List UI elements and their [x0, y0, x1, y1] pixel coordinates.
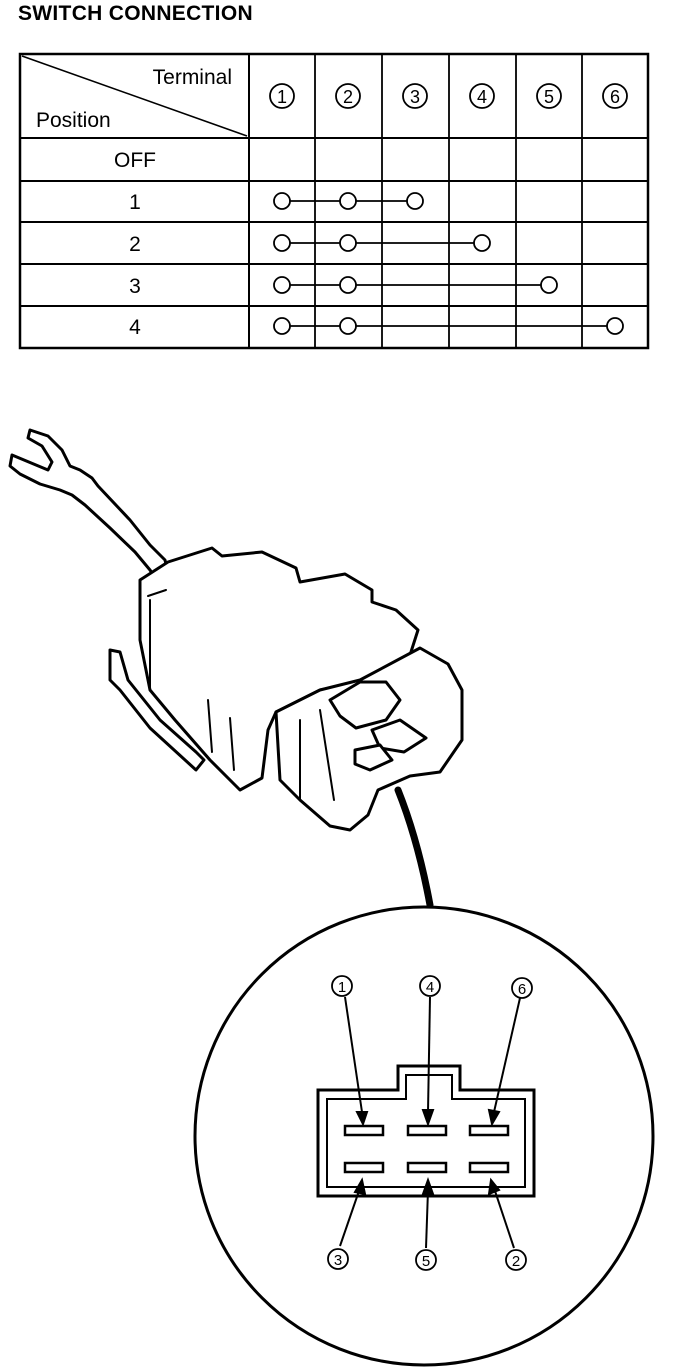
terminal-header-circle	[469, 83, 495, 109]
page-title: SWITCH CONNECTION	[18, 2, 253, 25]
connection-node	[606, 317, 624, 335]
connection-node	[540, 276, 558, 294]
terminal-header-6: 6	[602, 83, 628, 109]
connector-face	[316, 1064, 536, 1198]
terminal-header-circle	[269, 83, 295, 109]
terminal-header-number: 3	[410, 87, 420, 107]
connection-node	[339, 192, 357, 210]
terminal-slot	[468, 1124, 510, 1137]
pin-label: 5	[422, 1253, 430, 1270]
pin-arrows	[339, 996, 521, 1249]
connection-node	[273, 276, 291, 294]
terminal-slot	[343, 1124, 385, 1137]
pin-label: 1	[338, 979, 346, 996]
position-label: 3	[129, 275, 141, 298]
position-label: 1	[129, 191, 141, 214]
connection-node	[273, 192, 291, 210]
position-label: 4	[129, 316, 141, 339]
position-header: Position	[36, 109, 111, 132]
connection-node	[339, 234, 357, 252]
terminal-header-number: 4	[477, 87, 487, 107]
connection-node	[339, 317, 357, 335]
header-diagonal	[21, 55, 248, 137]
connection-node	[473, 234, 491, 252]
connection-node	[273, 234, 291, 252]
terminal-header-1: 1	[269, 83, 295, 109]
terminal-header-number: 2	[343, 87, 353, 107]
pin-label: 6	[518, 981, 526, 998]
terminal-header-circle	[335, 83, 361, 109]
connection-node	[406, 192, 424, 210]
connector-latch	[328, 680, 402, 730]
pin-label: 3	[334, 1252, 342, 1269]
terminal-headers: 1 2 3 4 5 6	[269, 83, 628, 109]
terminal-slot	[468, 1161, 510, 1174]
terminal-header-number: 1	[277, 87, 287, 107]
connection-node	[273, 317, 291, 335]
position-labels: OFF 1 2 3 4	[114, 149, 156, 339]
terminal-header-2: 2	[335, 83, 361, 109]
connection-table	[18, 52, 650, 350]
terminal-header-3: 3	[402, 83, 428, 109]
connector-housing	[274, 646, 464, 832]
switch-bracket	[108, 648, 206, 772]
terminal-header-circle	[536, 83, 562, 109]
table-border	[18, 52, 650, 350]
terminal-header-4: 4	[469, 83, 495, 109]
terminal-header-number: 6	[610, 87, 620, 107]
position-label: OFF	[114, 149, 156, 172]
terminal-header-5: 5	[536, 83, 562, 109]
terminal-slot	[406, 1124, 448, 1137]
position-label: 2	[129, 233, 141, 256]
terminal-blade	[353, 743, 394, 772]
pin-label: 4	[426, 979, 434, 996]
connection-marks	[273, 192, 624, 335]
switch-illustration	[8, 428, 464, 832]
connection-node	[339, 276, 357, 294]
terminal-header: Terminal	[153, 66, 232, 89]
pin-labels: 1 4 6 3 5 2	[327, 975, 533, 1271]
terminal-header-number: 5	[544, 87, 554, 107]
connector-slots	[343, 1124, 510, 1174]
terminal-header-circle	[402, 83, 428, 109]
fork-terminal	[8, 428, 172, 587]
terminal-slot	[343, 1161, 385, 1174]
pin-label: 2	[512, 1253, 520, 1270]
terminal-header-circle	[602, 83, 628, 109]
callout-leader	[394, 786, 434, 909]
terminal-slot	[406, 1161, 448, 1174]
